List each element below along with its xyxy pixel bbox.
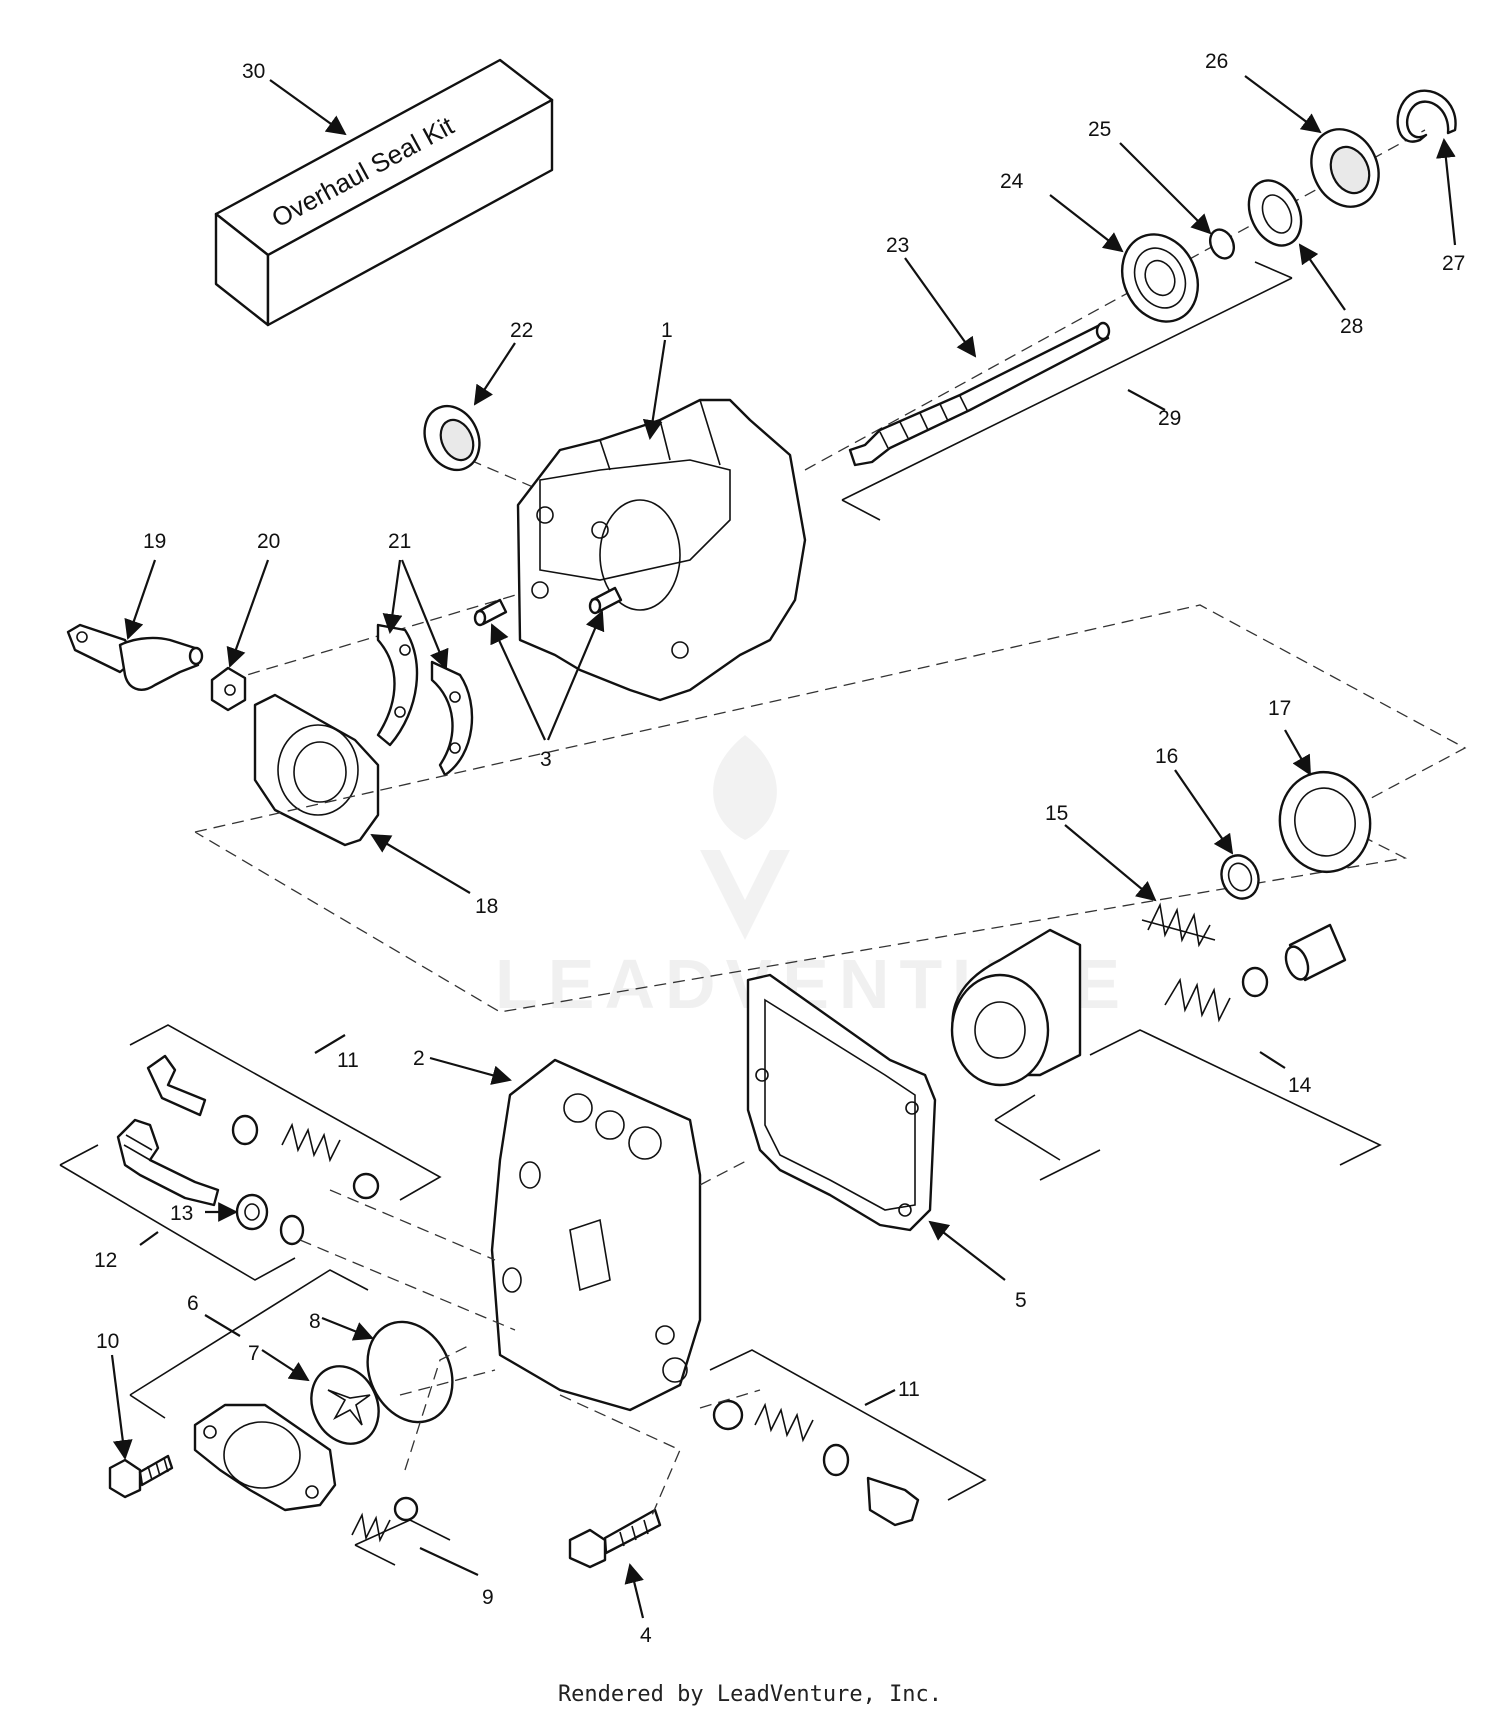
leader-11a <box>314 1034 346 1054</box>
leader-19 <box>124 559 157 640</box>
part-18-swashplate <box>253 693 380 847</box>
part-6-pump-cover <box>193 1403 337 1512</box>
leader-21b <box>400 559 449 670</box>
callout-14: 14 <box>1288 1074 1312 1097</box>
callout-13: 13 <box>170 1202 193 1225</box>
part-26-seal <box>1310 128 1380 208</box>
part-19-control-lever <box>66 623 204 691</box>
part-28-washer <box>1247 179 1303 247</box>
leader-28 <box>1298 243 1346 311</box>
part-2-end-cap <box>490 1058 702 1412</box>
leader-17 <box>1284 729 1311 776</box>
part-24-bearing <box>1121 233 1199 323</box>
leader-9 <box>419 1547 479 1576</box>
callout-28: 28 <box>1340 315 1363 338</box>
part-1-housing <box>516 398 807 702</box>
leader-30 <box>269 79 347 136</box>
leader-3b <box>546 610 605 741</box>
leader-7 <box>261 1349 310 1382</box>
callout-18: 18 <box>475 895 498 918</box>
leader-26 <box>1244 75 1322 134</box>
callout-17: 17 <box>1268 697 1291 720</box>
callout-labels: 30 1 22 23 24 25 26 27 28 29 19 20 21 3 … <box>94 50 1465 1647</box>
callout-24: 24 <box>1000 170 1024 193</box>
callout-20: 20 <box>257 530 280 553</box>
part-17-thrust-bearing <box>1278 770 1372 874</box>
callout-1: 1 <box>661 319 673 342</box>
part-9-spring-ball <box>351 1496 419 1543</box>
leader-20 <box>226 559 270 668</box>
leader-12 <box>139 1231 159 1246</box>
leader-22 <box>473 342 516 406</box>
callout-6: 6 <box>187 1292 199 1315</box>
leader-25 <box>1119 142 1212 235</box>
part-27-snap-ring <box>1396 89 1457 143</box>
callout-15: 15 <box>1045 802 1068 825</box>
leader-3a <box>490 623 546 741</box>
part-30-seal-kit-box: Overhaul Seal Kit <box>214 58 554 327</box>
part-20-block <box>210 666 247 712</box>
leader-27 <box>1436 138 1457 246</box>
callout-11-lower: 11 <box>898 1378 920 1401</box>
callout-9: 9 <box>482 1586 494 1609</box>
leader-4 <box>624 1563 645 1619</box>
leader-14 <box>1259 1051 1286 1069</box>
part-25-retaining-ring <box>1208 228 1236 260</box>
part-12-relief-valve <box>116 1118 220 1207</box>
callout-21: 21 <box>388 530 411 553</box>
leader-23 <box>904 257 977 358</box>
callout-7: 7 <box>248 1342 260 1365</box>
leader-24 <box>1049 194 1124 253</box>
callout-10: 10 <box>96 1330 119 1353</box>
leader-15 <box>1064 824 1157 902</box>
callout-27: 27 <box>1442 252 1465 275</box>
group-brackets <box>59 261 1382 1566</box>
part-21-swash-bearings <box>376 623 474 777</box>
callout-16: 16 <box>1155 745 1178 768</box>
lower-assembly-axis <box>299 1159 761 1521</box>
part-14-cylinder-block <box>950 923 1347 1087</box>
leader-16 <box>1174 769 1234 855</box>
leader-10 <box>110 1354 133 1460</box>
part-23-shaft <box>848 321 1111 467</box>
part-12-o-ring <box>279 1214 305 1246</box>
callout-8: 8 <box>309 1310 321 1333</box>
footer-credit: Rendered by LeadVenture, Inc. <box>557 1682 943 1707</box>
part-5-gasket <box>746 973 937 1232</box>
callout-26: 26 <box>1205 50 1228 73</box>
leader-8 <box>321 1316 374 1341</box>
leader-18 <box>370 833 471 894</box>
callout-22: 22 <box>510 319 533 342</box>
callout-2: 2 <box>413 1047 425 1070</box>
callout-30: 30 <box>242 60 265 83</box>
leader-2 <box>429 1056 512 1085</box>
callout-25: 25 <box>1088 118 1111 141</box>
part-16-washer <box>1220 854 1260 900</box>
part-11-check-valve-lower <box>712 1399 920 1527</box>
part-11-check-valve-upper <box>146 1054 380 1200</box>
part-7-gerotor <box>310 1365 380 1445</box>
callout-11-upper: 11 <box>337 1049 359 1072</box>
leader-6 <box>204 1314 241 1337</box>
part-13-washer <box>235 1193 269 1231</box>
leader-1 <box>642 339 667 440</box>
leader-21a <box>382 559 403 634</box>
leader-lines <box>110 75 1457 1619</box>
part-15-spring <box>1141 902 1216 948</box>
part-10-cap-screw <box>108 1454 174 1499</box>
callout-23: 23 <box>886 234 909 257</box>
part-3-dowel-pins <box>473 586 623 627</box>
part-22-seal <box>423 404 481 472</box>
callout-12: 12 <box>94 1249 117 1272</box>
callout-3: 3 <box>540 748 552 771</box>
callout-19: 19 <box>143 530 166 553</box>
callout-4: 4 <box>640 1624 652 1647</box>
callout-5: 5 <box>1015 1289 1027 1312</box>
callout-29: 29 <box>1158 407 1181 430</box>
part-4-cap-screw <box>568 1508 662 1569</box>
leader-29 <box>1127 389 1166 411</box>
leader-5 <box>928 1220 1006 1281</box>
leader-11b <box>864 1389 896 1406</box>
